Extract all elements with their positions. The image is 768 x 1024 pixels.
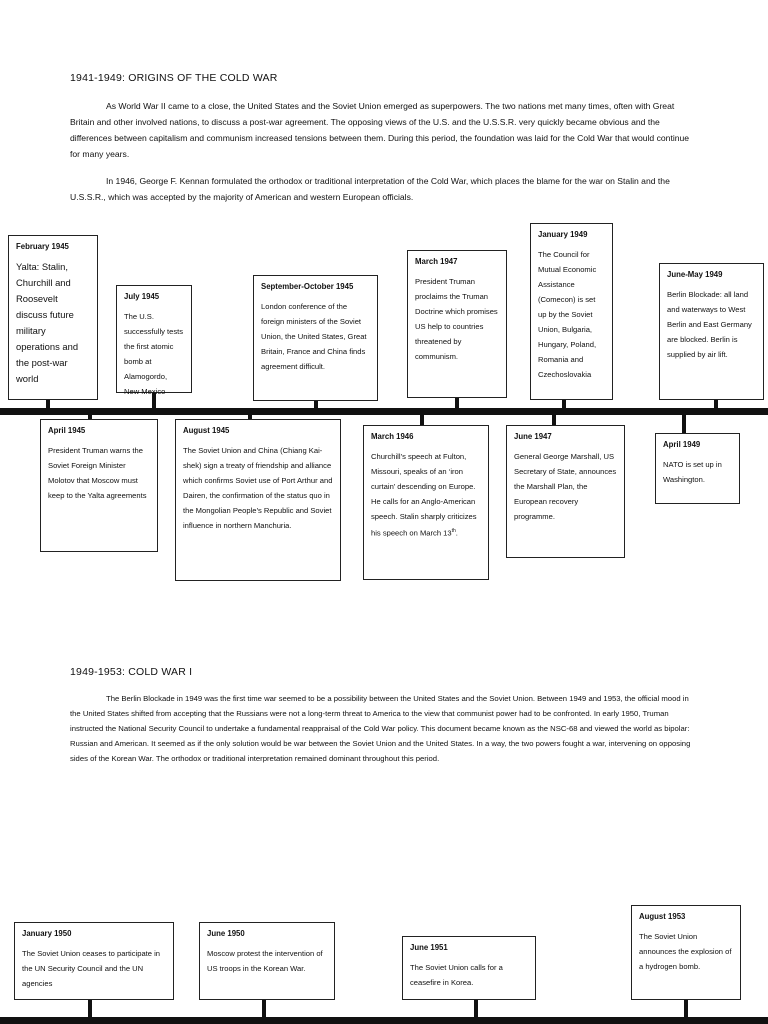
timeline-tick	[132, 1020, 136, 1024]
event-box-jun-1950: June 1950 Moscow protest the interventio…	[199, 922, 335, 1000]
cold-war-1-paragraph: The Berlin Blockade in 1949 was the firs…	[70, 694, 691, 763]
event-text: NATO is set up in Washington.	[663, 460, 722, 484]
event-text: Moscow protest the intervention of US tr…	[207, 949, 323, 973]
event-text: The Soviet Union announces the explosion…	[639, 932, 732, 971]
timeline-tick	[262, 1000, 266, 1018]
event-date: March 1947	[415, 257, 458, 266]
event-date: April 1945	[48, 426, 86, 435]
event-text: The Soviet Union calls for a ceasefire i…	[410, 963, 503, 987]
timeline-tick	[474, 1000, 478, 1018]
event-box-feb-1945: February 1945 Yalta: Stalin, Churchill a…	[8, 235, 98, 400]
event-box-apr-1949: April 1949 NATO is set up in Washington.	[655, 433, 740, 504]
timeline-tick	[88, 1000, 92, 1018]
event-date: March 1946	[371, 432, 414, 441]
timeline-tick	[152, 392, 156, 408]
event-date: February 1945	[16, 242, 69, 251]
timeline-tick	[88, 415, 92, 420]
timeline-tick	[46, 400, 50, 408]
timeline-tick	[682, 415, 686, 433]
intro-paragraph: As World War II came to a close, the Uni…	[70, 101, 690, 159]
event-box-jan-1949: January 1949 The Council for Mutual Econ…	[530, 223, 613, 400]
event-date: June 1947	[514, 432, 552, 441]
event-date: August 1953	[639, 912, 686, 921]
timeline-tick	[562, 400, 566, 408]
event-date: June 1950	[207, 929, 245, 938]
event-date: January 1949	[538, 230, 588, 239]
timeline-tick	[556, 1020, 560, 1024]
event-text: President Truman warns the Soviet Foreig…	[48, 446, 147, 500]
timeline-tick	[684, 1000, 688, 1018]
timeline-axis-1	[0, 408, 768, 415]
event-box-jun-1947: June 1947 General George Marshall, US Se…	[506, 425, 625, 558]
event-box-jun-may-1949: June-May 1949 Berlin Blockade: all land …	[659, 263, 764, 400]
kennan-paragraph: In 1946, George F. Kennan formulated the…	[70, 176, 670, 202]
event-date: January 1950	[22, 929, 72, 938]
event-date: June 1951	[410, 943, 448, 952]
event-text: General George Marshall, US Secretary of…	[514, 452, 617, 521]
event-date: April 1949	[663, 440, 701, 449]
timeline-tick	[714, 400, 718, 408]
section-heading-cold-war-1: 1949-1953: COLD WAR I	[70, 666, 193, 678]
event-text: Yalta: Stalin, Churchill and Roosevelt d…	[16, 261, 79, 384]
event-box-sep-oct-1945: September-October 1945 London conference…	[253, 275, 378, 401]
event-text: The U.S. successfully tests the first at…	[124, 312, 184, 396]
event-text: The Soviet Union ceases to participate i…	[22, 949, 161, 988]
event-date: September-October 1945	[261, 282, 354, 291]
event-text: The Council for Mutual Economic Assistan…	[538, 250, 597, 379]
event-box-aug-1953: August 1953 The Soviet Union announces t…	[631, 905, 741, 1000]
timeline-tick	[248, 415, 252, 420]
event-date: June-May 1949	[667, 270, 723, 279]
event-box-jun-1951: June 1951 The Soviet Union calls for a c…	[402, 936, 536, 1000]
event-text: The Soviet Union and China (Chiang Kai-s…	[183, 446, 333, 530]
event-box-mar-1947: March 1947 President Truman proclaims th…	[407, 250, 507, 398]
event-box-aug-1945: August 1945 The Soviet Union and China (…	[175, 419, 341, 581]
event-text: Berlin Blockade: all land and waterways …	[667, 290, 752, 359]
event-box-apr-1945: April 1945 President Truman warns the So…	[40, 419, 158, 552]
event-date: July 1945	[124, 292, 160, 301]
section-heading-origins: 1941-1949: ORIGINS OF THE COLD WAR	[70, 72, 278, 84]
event-box-jan-1950: January 1950 The Soviet Union ceases to …	[14, 922, 174, 1000]
timeline-tick	[314, 401, 318, 408]
event-text: London conference of the foreign ministe…	[261, 302, 367, 371]
event-box-jul-1945: July 1945 The U.S. successfully tests th…	[116, 285, 192, 396]
event-text: Churchill’s speech at Fulton, Missouri, …	[371, 452, 477, 538]
timeline-tick	[345, 1020, 349, 1024]
event-box-mar-1946: March 1946 Churchill’s speech at Fulton,…	[363, 425, 489, 580]
event-text: President Truman proclaims the Truman Do…	[415, 277, 498, 361]
timeline-tick	[552, 415, 556, 425]
timeline-tick	[420, 415, 424, 425]
timeline-tick	[455, 398, 459, 408]
event-date: August 1945	[183, 426, 230, 435]
timeline-axis-2	[0, 1017, 768, 1024]
